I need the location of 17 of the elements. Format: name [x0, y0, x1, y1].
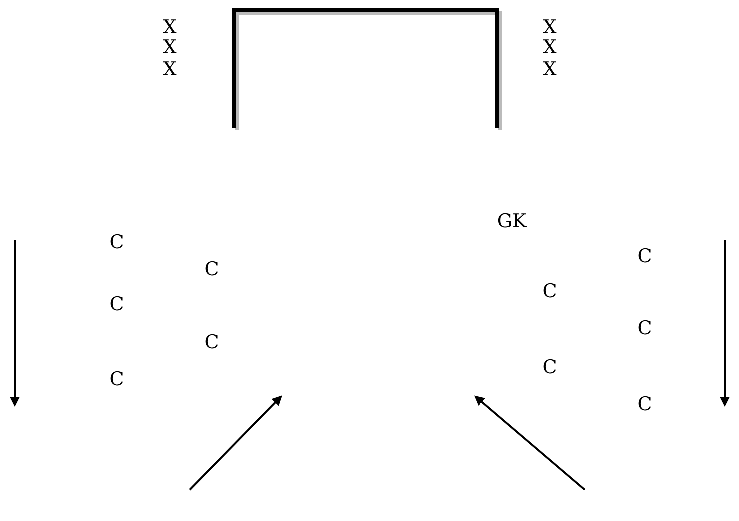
player-marker: C	[110, 234, 124, 252]
player-marker: C	[542, 358, 558, 378]
player-marker: C	[638, 320, 652, 338]
player-marker: X	[543, 18, 557, 38]
player-marker: X	[543, 60, 557, 80]
player-marker: X	[163, 38, 177, 58]
player-marker: C	[638, 248, 652, 266]
player-marker: X	[163, 18, 177, 38]
goalkeeper-label: GK	[497, 212, 527, 232]
player-marker: C	[110, 370, 124, 390]
player-marker: C	[204, 260, 220, 280]
player-marker: C	[110, 296, 124, 314]
player-marker: C	[542, 282, 558, 302]
player-marker: C	[638, 396, 652, 414]
player-marker: X	[543, 38, 557, 58]
player-marker: C	[204, 334, 220, 352]
player-marker: X	[163, 60, 177, 80]
